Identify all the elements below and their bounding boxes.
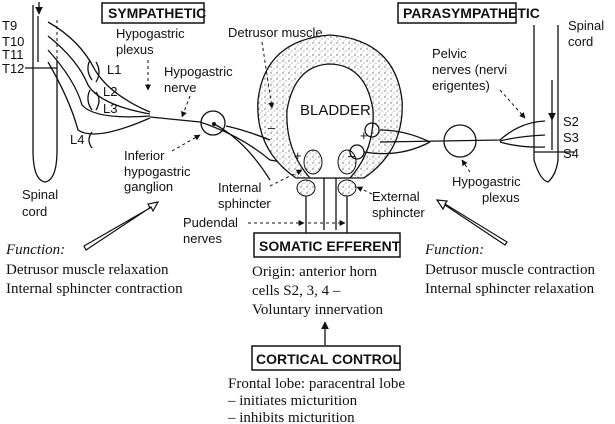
right-hypogastric-plexus-label: Hypogastric <box>452 174 521 189</box>
bladder: BLADDER <box>257 34 403 238</box>
detrusor-minus-sign: – <box>268 120 276 135</box>
right-spinal-cord-label: Spinal <box>568 18 604 33</box>
somatic-origin-line-3: Voluntary innervation <box>252 302 383 318</box>
spine-level-t10: T10 <box>2 34 24 49</box>
spine-level-t11: T11 <box>2 47 23 62</box>
cortical-line-1: Frontal lobe: paracentral lobe <box>228 376 405 392</box>
internal-sphincter-label-2: sphincter <box>218 196 271 211</box>
cortical-control-box: CORTICAL CONTROL <box>251 345 402 371</box>
internal-sphincter-plus-sign: + <box>294 148 302 163</box>
external-sphincter-right <box>337 179 357 197</box>
bladder-label: BLADDER <box>300 102 371 119</box>
sympathetic-function-line-2: Internal sphincter contraction <box>6 281 183 297</box>
somatic-origin-line-2: cells S2, 3, 4 – <box>252 283 341 299</box>
external-sphincter-label-2: sphincter <box>372 205 425 220</box>
parasympathetic-box: PARASYMPATHETIC <box>397 2 540 24</box>
hypogastric-nerve-label: Hypogastric <box>164 64 233 79</box>
inferior-hypogastric-ganglion-label-3: ganglion <box>124 179 173 194</box>
hypogastric-nerve-label-2: nerve <box>164 80 197 95</box>
left-spinal-cord-label-2: cord <box>22 204 47 219</box>
right-hypogastric-plexus-label-2: plexus <box>482 190 520 205</box>
sympathetic-function-heading: Function: <box>5 242 65 258</box>
pudendal-nerves-label: Pudendal <box>183 215 238 230</box>
left-spinal-cord-label: Spinal <box>22 187 58 202</box>
sympathetic-function-line-1: Detrusor muscle relaxation <box>6 262 169 278</box>
lumbar-l3: L3 <box>103 101 117 116</box>
detrusor-muscle-label: Detrusor muscle <box>228 25 323 40</box>
sympathetic-title: SYMPATHETIC <box>108 5 206 21</box>
pelvic-nerves-label-2: nerves (nervi <box>432 62 507 77</box>
parasympathetic-fibers <box>363 120 546 158</box>
lumbar-l2: L2 <box>103 84 117 99</box>
external-sphincter-left <box>296 179 316 197</box>
right-spinal-cord: S2 S3 S4 <box>533 25 579 183</box>
cortical-control-title: CORTICAL CONTROL <box>256 351 402 367</box>
somatic-efferent-title: SOMATIC EFFERENT <box>259 238 401 254</box>
left-spinal-cord: T9 T10 T11 T12 <box>2 2 58 183</box>
hypogastric-plexus-label: Hypogastric <box>116 26 185 41</box>
somatic-origin-line-1: Origin: anterior horn <box>252 264 377 280</box>
parasympathetic-function-line-1: Detrusor muscle contraction <box>425 262 595 278</box>
external-sphincter-label: External <box>372 189 420 204</box>
spine-level-s4: S4 <box>563 146 579 161</box>
right-spinal-cord-label-2: cord <box>568 34 593 49</box>
inferior-hypogastric-ganglion-label: Inferior <box>124 148 165 163</box>
spine-level-s2: S2 <box>563 114 579 129</box>
parasympathetic-function-heading: Function: <box>424 242 484 258</box>
parasympathetic-function-line-2: Internal sphincter relaxation <box>425 281 595 297</box>
inferior-hypogastric-ganglion-label-2: hypogastric <box>124 164 191 179</box>
sympathetic-box: SYMPATHETIC <box>101 2 206 24</box>
pelvic-nerves-label-3: erigentes) <box>432 78 490 93</box>
detrusor-plus-sign: + <box>360 128 368 143</box>
parasympathetic-title: PARASYMPATHETIC <box>403 5 540 21</box>
spine-level-t9: T9 <box>2 18 17 33</box>
hypogastric-plexus-label-2: plexus <box>116 42 154 57</box>
somatic-efferent-box: SOMATIC EFFERENT <box>253 232 401 258</box>
lumbar-l1: L1 <box>107 62 121 77</box>
sympathetic-function-arrow <box>83 201 160 251</box>
parasympathetic-function-arrow <box>435 199 508 246</box>
lumbar-l4: L4 <box>70 132 84 147</box>
internal-sphincter-minus-sign: – <box>348 148 356 163</box>
cortical-line-3: – inhibits micturition <box>227 410 355 424</box>
sympathetic-fibers: L1 L2 L3 L4 <box>47 21 301 166</box>
pudendal-nerves-label-2: nerves <box>183 231 223 246</box>
cortical-line-2: – initiates micturition <box>227 393 358 409</box>
pelvic-nerves-label: Pelvic <box>432 46 467 61</box>
spine-level-t12: T12 <box>2 61 24 76</box>
spine-level-s3: S3 <box>563 130 579 145</box>
inferior-hypogastric-ganglion <box>200 110 271 181</box>
internal-sphincter-label: Internal <box>218 180 261 195</box>
